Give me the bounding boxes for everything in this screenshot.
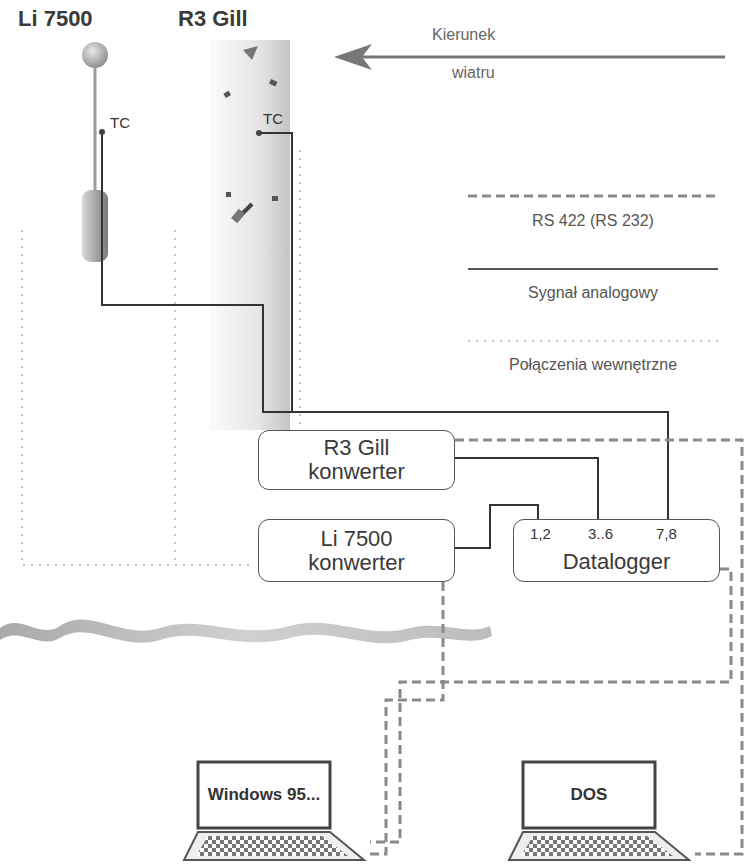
serial-connector [455,440,742,854]
pin-number: 3..6 [588,525,613,542]
laptop-drawing [505,760,695,862]
node-label: R3 Gill konwerter [292,436,422,484]
wavy-ribbon [0,620,492,644]
pin-number: 7,8 [656,525,677,542]
serial-connector [370,582,443,854]
tc-point [256,130,262,136]
gill-anemometer [210,40,290,430]
analog-connector [102,266,668,519]
node-label: R3 Gill [178,6,248,32]
laptop-computer: DOS [505,760,695,862]
legend-sample-dotted [468,340,718,342]
wind-arrow [334,44,725,70]
laptop-screen: DOS [529,766,649,824]
tc-point [99,129,105,135]
pin-number: 1,2 [530,525,551,542]
converter-box: Li 7500 konwerter [258,519,455,582]
serial-connector [370,569,731,842]
legend-text: Sygnał analogowy [448,284,738,302]
converter-box: R3 Gill konwerter [258,430,455,490]
analog-connector [292,141,668,519]
laptop-drawing [180,760,370,862]
legend-text: RS 422 (RS 232) [448,212,738,230]
legend-sample-dashed [468,195,718,198]
tc-wires [102,132,292,266]
licor-sensor [82,42,108,262]
node-label: Windows 95... [208,785,320,805]
legend-text: Połączenia wewnętrzne [448,356,738,374]
wind-label: Kierunek [432,26,495,44]
datalogger-box: 1,2 3..6 7,8Datalogger [513,519,720,582]
node-label: Li 7500 konwerter [292,527,422,575]
node-label: Datalogger [514,549,719,575]
sensor-tag: TC [110,114,130,131]
sensor-tag: TC [263,110,283,127]
analog-connector [455,458,598,519]
node-label: DOS [571,785,608,805]
wind-label: wiatru [452,64,495,82]
node-label: Li 7500 [18,6,93,32]
legend-sample-solid [468,268,718,270]
sensor-title: Li 7500 [18,6,168,266]
laptop-screen: Windows 95... [204,766,324,824]
laptop-computer: Windows 95... [180,760,370,862]
